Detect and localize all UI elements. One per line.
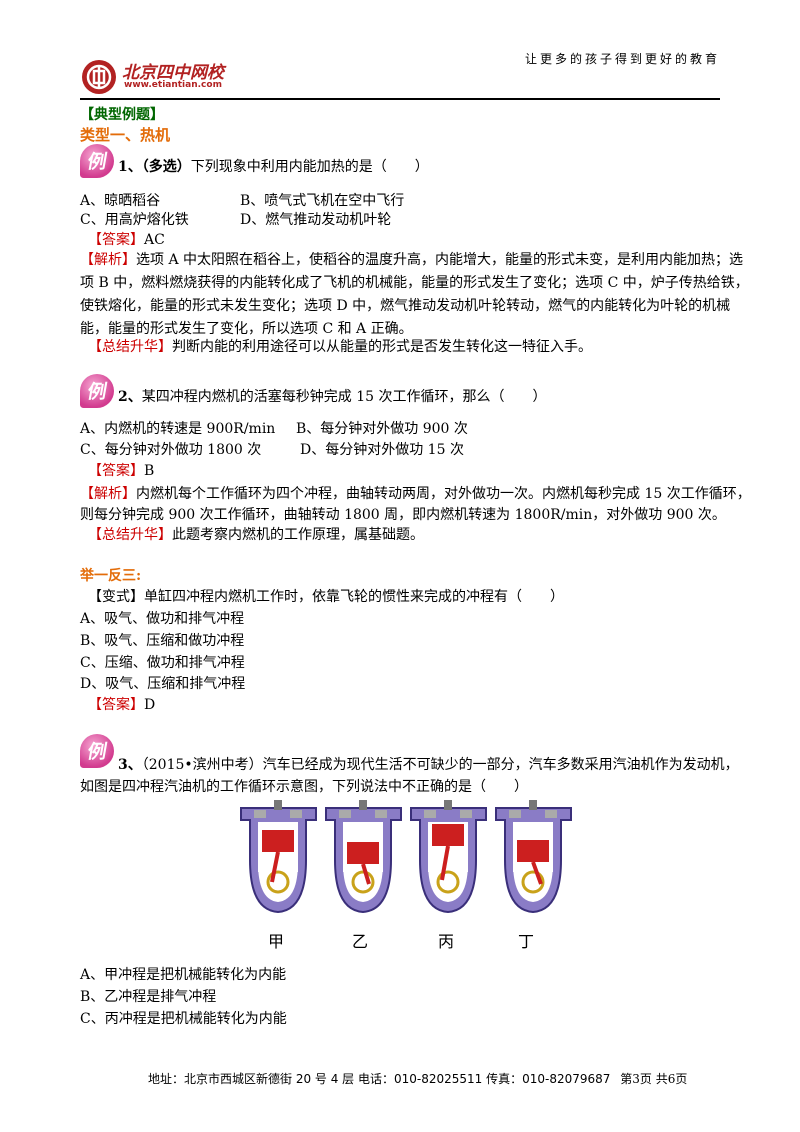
q2-summary: 【总结升华】此题考察内燃机的工作原理，属基础题。 bbox=[88, 527, 424, 543]
q1-summary: 【总结升华】判断内能的利用途径可以从能量的形式是否发生转化这一特征入手。 bbox=[88, 339, 592, 355]
q1-option-a: A、晾晒稻谷 bbox=[80, 193, 161, 209]
variant-answer: 【答案】D bbox=[88, 697, 156, 713]
q3-option-a: A、甲冲程是把机械能转化为内能 bbox=[80, 967, 287, 983]
engine-label-yi: 乙 bbox=[352, 932, 369, 951]
q1-answer: 【答案】AC bbox=[88, 232, 165, 248]
q2-option-c: C、每分钟对外做功 1800 次 bbox=[80, 442, 262, 458]
q2-option-a: A、内燃机的转速是 900R/min bbox=[80, 421, 276, 437]
variant-option-a: A、吸气、做功和排气冲程 bbox=[80, 611, 245, 627]
q1-analysis-line4: 能，能量的形式发生了变化，所以选项 C 和 A 正确。 bbox=[80, 321, 413, 337]
engine-bing-image bbox=[409, 800, 488, 914]
engine-label-jia: 甲 bbox=[268, 932, 285, 951]
variant-option-d: D、吸气、压缩和排气冲程 bbox=[80, 676, 246, 692]
engine-label-bing: 丙 bbox=[438, 932, 455, 951]
variant-stem: 【变式】单缸四冲程内燃机工作时，依靠飞轮的惯性来完成的冲程有（ ） bbox=[88, 589, 564, 605]
q2-analysis-line2: 则每分钟完成 900 次工作循环，曲轴转动 1800 周，即内燃机转速为 180… bbox=[80, 507, 726, 523]
q2-option-b: B、每分钟对外做功 900 次 bbox=[296, 421, 468, 437]
section-typical-examples: 【典型例题】 bbox=[80, 107, 164, 123]
engine-ding-image bbox=[494, 800, 573, 914]
q3-stem: 3、（2015•滨州中考）汽车已经成为现代生活不可缺少的一部分，汽车多数采用汽油… bbox=[118, 757, 739, 773]
logo: 北京四中网校 www.etiantian.com bbox=[80, 56, 250, 96]
engine-jia-image bbox=[239, 800, 318, 914]
q2-answer: 【答案】B bbox=[88, 463, 155, 479]
q1-option-c: C、用高炉熔化铁 bbox=[80, 212, 189, 228]
q3-option-b: B、乙冲程是排气冲程 bbox=[80, 989, 217, 1005]
q1-stem: 1、（多选）下列现象中利用内能加热的是（ ） bbox=[118, 159, 429, 175]
logo-text: 北京四中网校 bbox=[122, 63, 224, 83]
q3-option-c: C、丙冲程是把机械能转化为内能 bbox=[80, 1011, 287, 1027]
engine-label-ding: 丁 bbox=[518, 932, 535, 951]
footer-address: 地址：北京市西城区新德街 20 号 4 层 电话：010-82025511 传真… bbox=[148, 1072, 611, 1086]
example-bubble-icon: 例 bbox=[80, 144, 114, 178]
variant-option-b: B、吸气、压缩和做功冲程 bbox=[80, 633, 245, 649]
example-bubble-icon: 例 bbox=[80, 374, 114, 408]
footer: 地址：北京市西城区新德街 20 号 4 层 电话：010-82025511 传真… bbox=[148, 1070, 687, 1087]
q1-option-d: D、燃气推动发动机叶轮 bbox=[240, 212, 392, 228]
q2-option-d: D、每分钟对外做功 15 次 bbox=[300, 442, 464, 458]
q2-stem: 2、某四冲程内燃机的活塞每秒钟完成 15 次工作循环，那么（ ） bbox=[118, 389, 547, 405]
logo-url: www.etiantian.com bbox=[124, 80, 222, 90]
q1-analysis-line3: 使铁熔化，能量的形式未发生变化；选项 D 中，燃气推动发动机叶轮转动，燃气的内能… bbox=[80, 298, 731, 314]
q1-analysis-line2: 项 B 中，燃料燃烧获得的内能转化成了飞机的机械能，能量的形式发生了变化；选项 … bbox=[80, 275, 749, 291]
footer-page-number: 第3页 共6页 bbox=[620, 1072, 688, 1086]
q2-analysis: 【解析】内燃机每个工作循环为四个冲程，曲轴转动两周，对外做功一次。内燃机每秒完成… bbox=[80, 486, 751, 502]
example-bubble-icon: 例 bbox=[80, 734, 114, 768]
header-divider bbox=[80, 98, 720, 100]
variant-option-c: C、压缩、做功和排气冲程 bbox=[80, 655, 245, 671]
q1-option-b: B、喷气式飞机在空中飞行 bbox=[240, 193, 405, 209]
q1-analysis: 【解析】选项 A 中太阳照在稻谷上，使稻谷的温度升高，内能增大，能量的形式未变，… bbox=[80, 252, 744, 268]
section-type-one: 类型一、热机 bbox=[80, 126, 171, 144]
logo-emblem-icon bbox=[82, 60, 116, 94]
engine-cycle-diagram bbox=[239, 800, 573, 914]
section-extension: 举一反三: bbox=[80, 568, 142, 584]
engine-yi-image bbox=[324, 800, 403, 914]
q3-stem-line2: 如图是四冲程汽油机的工作循环示意图，下列说法中不正确的是（ ） bbox=[80, 779, 528, 795]
header-slogan: 让更多的孩子得到更好的教育 bbox=[524, 52, 720, 66]
